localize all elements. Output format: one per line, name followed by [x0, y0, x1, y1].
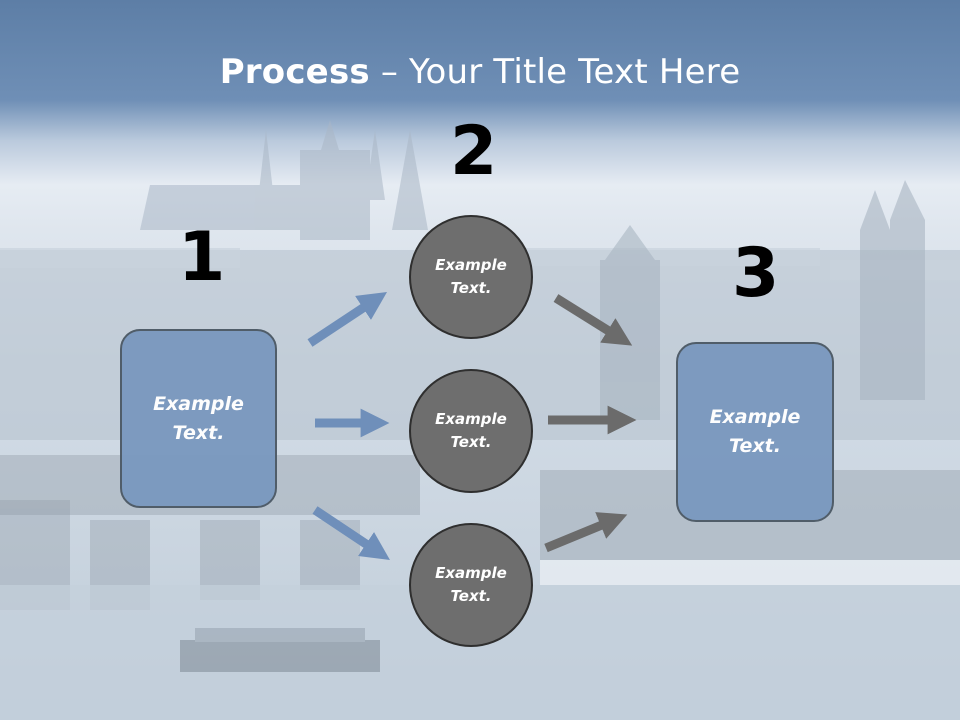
- right-process-box[interactable]: Example Text.: [676, 342, 834, 522]
- title-rest-text: – Your Title Text Here: [369, 52, 741, 92]
- blue-arrow-down: [312, 506, 390, 560]
- slide-title: Process – Your Title Text Here: [0, 52, 960, 92]
- step-number-3: 3: [732, 234, 780, 313]
- gray-arrow-up: [544, 512, 628, 553]
- right-box-text: Example Text.: [709, 406, 801, 457]
- step-number-2: 2: [450, 112, 498, 191]
- left-box-text: Example Text.: [153, 392, 244, 444]
- circle-bottom[interactable]: Example Text.: [409, 523, 533, 647]
- step-number-1: 1: [178, 218, 226, 297]
- circle-top-text: Example Text.: [435, 256, 507, 297]
- circle-top[interactable]: Example Text.: [409, 215, 533, 339]
- circle-middle[interactable]: Example Text.: [409, 369, 533, 493]
- left-process-box[interactable]: Example Text.: [120, 329, 277, 508]
- circle-middle-text: Example Text.: [435, 410, 507, 451]
- gray-arrow-down: [553, 294, 633, 346]
- blue-arrow-up: [307, 292, 388, 347]
- title-bold-text: Process: [219, 52, 370, 92]
- circle-bottom-text: Example Text.: [435, 564, 507, 605]
